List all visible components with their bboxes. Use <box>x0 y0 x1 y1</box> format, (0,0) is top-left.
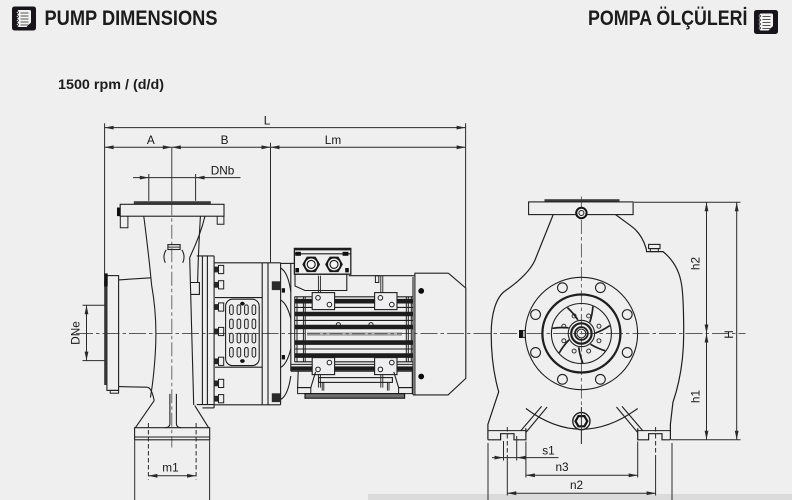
svg-text:L: L <box>264 114 271 128</box>
svg-text:DNb: DNb <box>211 164 235 178</box>
svg-text:m1: m1 <box>162 461 178 475</box>
svg-text:B: B <box>221 133 229 147</box>
svg-text:PUMP DIMENSIONS: PUMP DIMENSIONS <box>45 6 218 30</box>
svg-text:Lm: Lm <box>325 133 342 147</box>
svg-text:A: A <box>147 133 155 147</box>
svg-text:h2: h2 <box>689 257 703 270</box>
svg-text:H: H <box>722 330 736 339</box>
svg-text:h1: h1 <box>689 390 703 403</box>
svg-text:DNe: DNe <box>69 321 83 345</box>
svg-text:n3: n3 <box>555 460 569 474</box>
svg-text:1500 rpm / (d/d): 1500 rpm / (d/d) <box>58 76 164 92</box>
svg-text:s1: s1 <box>542 444 554 458</box>
svg-text:POMPA ÖLÇÜLERİ: POMPA ÖLÇÜLERİ <box>588 5 748 30</box>
svg-text:n2: n2 <box>570 478 583 492</box>
